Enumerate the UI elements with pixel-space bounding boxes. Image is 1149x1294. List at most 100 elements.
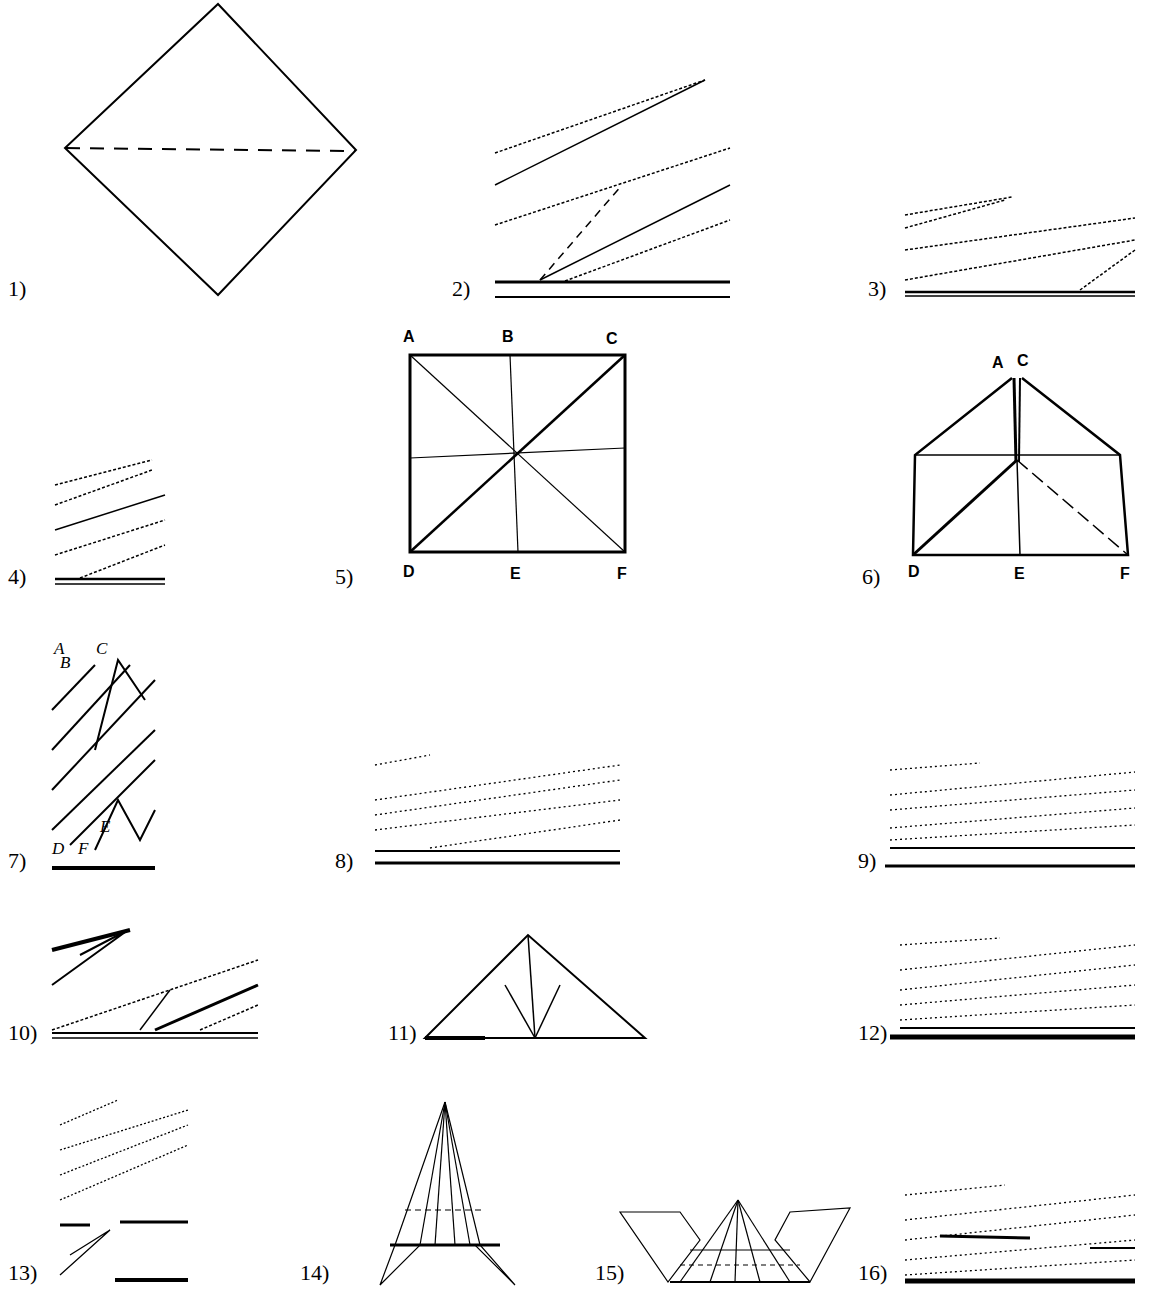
fold-line bbox=[890, 763, 980, 770]
fold-line bbox=[680, 1200, 738, 1282]
fold-line bbox=[905, 240, 1135, 280]
fold-line bbox=[495, 148, 730, 225]
fold-line bbox=[1019, 378, 1020, 462]
step-number: 13) bbox=[8, 1262, 37, 1284]
fold-line bbox=[885, 865, 1135, 868]
step-figure bbox=[65, 4, 356, 295]
fold-line bbox=[55, 495, 165, 530]
fold-line bbox=[913, 460, 1017, 555]
fold-line bbox=[905, 218, 1135, 250]
fold-line bbox=[905, 291, 1135, 294]
fold-line bbox=[905, 1240, 1135, 1260]
fold-line bbox=[905, 1195, 1135, 1220]
step-figure bbox=[52, 660, 155, 868]
fold-line bbox=[410, 355, 625, 552]
fold-line bbox=[890, 1035, 1135, 1040]
fold-line bbox=[495, 80, 705, 153]
fold-line bbox=[52, 680, 155, 790]
step-figure bbox=[410, 355, 625, 552]
fold-line bbox=[905, 1279, 1135, 1284]
point-letter: D bbox=[52, 840, 64, 857]
fold-line bbox=[900, 938, 1000, 945]
fold-line bbox=[495, 296, 730, 298]
fold-line bbox=[495, 281, 730, 284]
step-figure bbox=[375, 755, 620, 863]
fold-line bbox=[52, 930, 128, 985]
step-number: 5) bbox=[335, 566, 353, 588]
fold-line bbox=[375, 862, 620, 865]
fold-line bbox=[60, 1100, 118, 1125]
step-figure bbox=[905, 197, 1135, 296]
fold-line bbox=[690, 1249, 790, 1250]
fold-line bbox=[900, 965, 1135, 990]
step-figure bbox=[52, 930, 258, 1038]
fold-line bbox=[155, 985, 258, 1030]
step-figure bbox=[890, 938, 1135, 1037]
fold-line bbox=[905, 295, 1135, 297]
fold-line bbox=[405, 1209, 485, 1210]
fold-line bbox=[420, 1102, 445, 1245]
step-number: 11) bbox=[388, 1022, 417, 1044]
fold-line bbox=[55, 460, 152, 485]
fold-line bbox=[710, 1200, 738, 1282]
fold-line bbox=[905, 1215, 1135, 1240]
fold-line bbox=[890, 790, 1135, 810]
fold-line bbox=[775, 1208, 850, 1282]
step-number: 15) bbox=[595, 1262, 624, 1284]
fold-line bbox=[890, 808, 1135, 828]
fold-line bbox=[905, 1185, 1005, 1195]
fold-line bbox=[55, 583, 165, 585]
fold-line bbox=[1017, 460, 1128, 555]
point-letter: F bbox=[617, 566, 627, 582]
fold-line bbox=[380, 1102, 515, 1285]
fold-line bbox=[425, 935, 645, 1038]
fold-line bbox=[55, 520, 165, 555]
fold-line bbox=[890, 847, 1135, 849]
fold-line bbox=[1014, 378, 1016, 462]
step-number: 12) bbox=[858, 1022, 887, 1044]
fold-line bbox=[95, 660, 145, 750]
fold-line bbox=[1017, 460, 1020, 555]
fold-line bbox=[52, 930, 130, 950]
fold-line bbox=[375, 780, 620, 815]
fold-line bbox=[390, 1244, 500, 1247]
fold-line bbox=[120, 1221, 188, 1224]
fold-line bbox=[540, 185, 622, 280]
step-number: 8) bbox=[335, 850, 353, 872]
fold-line bbox=[905, 1260, 1135, 1275]
fold-line bbox=[55, 578, 165, 581]
step-figure bbox=[60, 1100, 188, 1280]
fold-line bbox=[735, 1200, 738, 1282]
point-letter: E bbox=[1014, 566, 1025, 582]
point-letter: D bbox=[403, 564, 415, 580]
fold-line bbox=[535, 985, 560, 1038]
fold-line bbox=[900, 985, 1135, 1005]
step-number: 16) bbox=[858, 1262, 887, 1284]
fold-line bbox=[410, 355, 625, 552]
fold-line bbox=[375, 800, 620, 830]
fold-line bbox=[60, 1125, 188, 1175]
fold-line bbox=[1090, 1247, 1135, 1249]
fold-line bbox=[70, 760, 155, 845]
fold-line bbox=[738, 1200, 760, 1282]
point-letter: A bbox=[403, 329, 415, 345]
fold-line bbox=[60, 1230, 110, 1275]
fold-line bbox=[1080, 250, 1135, 290]
step-figure bbox=[380, 1102, 515, 1285]
point-letter: B bbox=[502, 329, 514, 345]
fold-line bbox=[905, 200, 1005, 228]
fold-line bbox=[540, 185, 730, 280]
fold-line bbox=[430, 820, 620, 848]
fold-line bbox=[940, 1236, 1030, 1238]
point-letter: D bbox=[908, 564, 920, 580]
point-letter: C bbox=[1017, 353, 1029, 369]
point-letter: E bbox=[100, 818, 110, 835]
step-number: 2) bbox=[452, 278, 470, 300]
fold-line bbox=[528, 935, 535, 1038]
fold-line bbox=[900, 945, 1135, 970]
fold-line bbox=[565, 220, 730, 281]
point-letter: A bbox=[992, 355, 1004, 371]
fold-line bbox=[425, 1036, 485, 1040]
step-number: 6) bbox=[862, 566, 880, 588]
fold-line bbox=[52, 1032, 258, 1034]
